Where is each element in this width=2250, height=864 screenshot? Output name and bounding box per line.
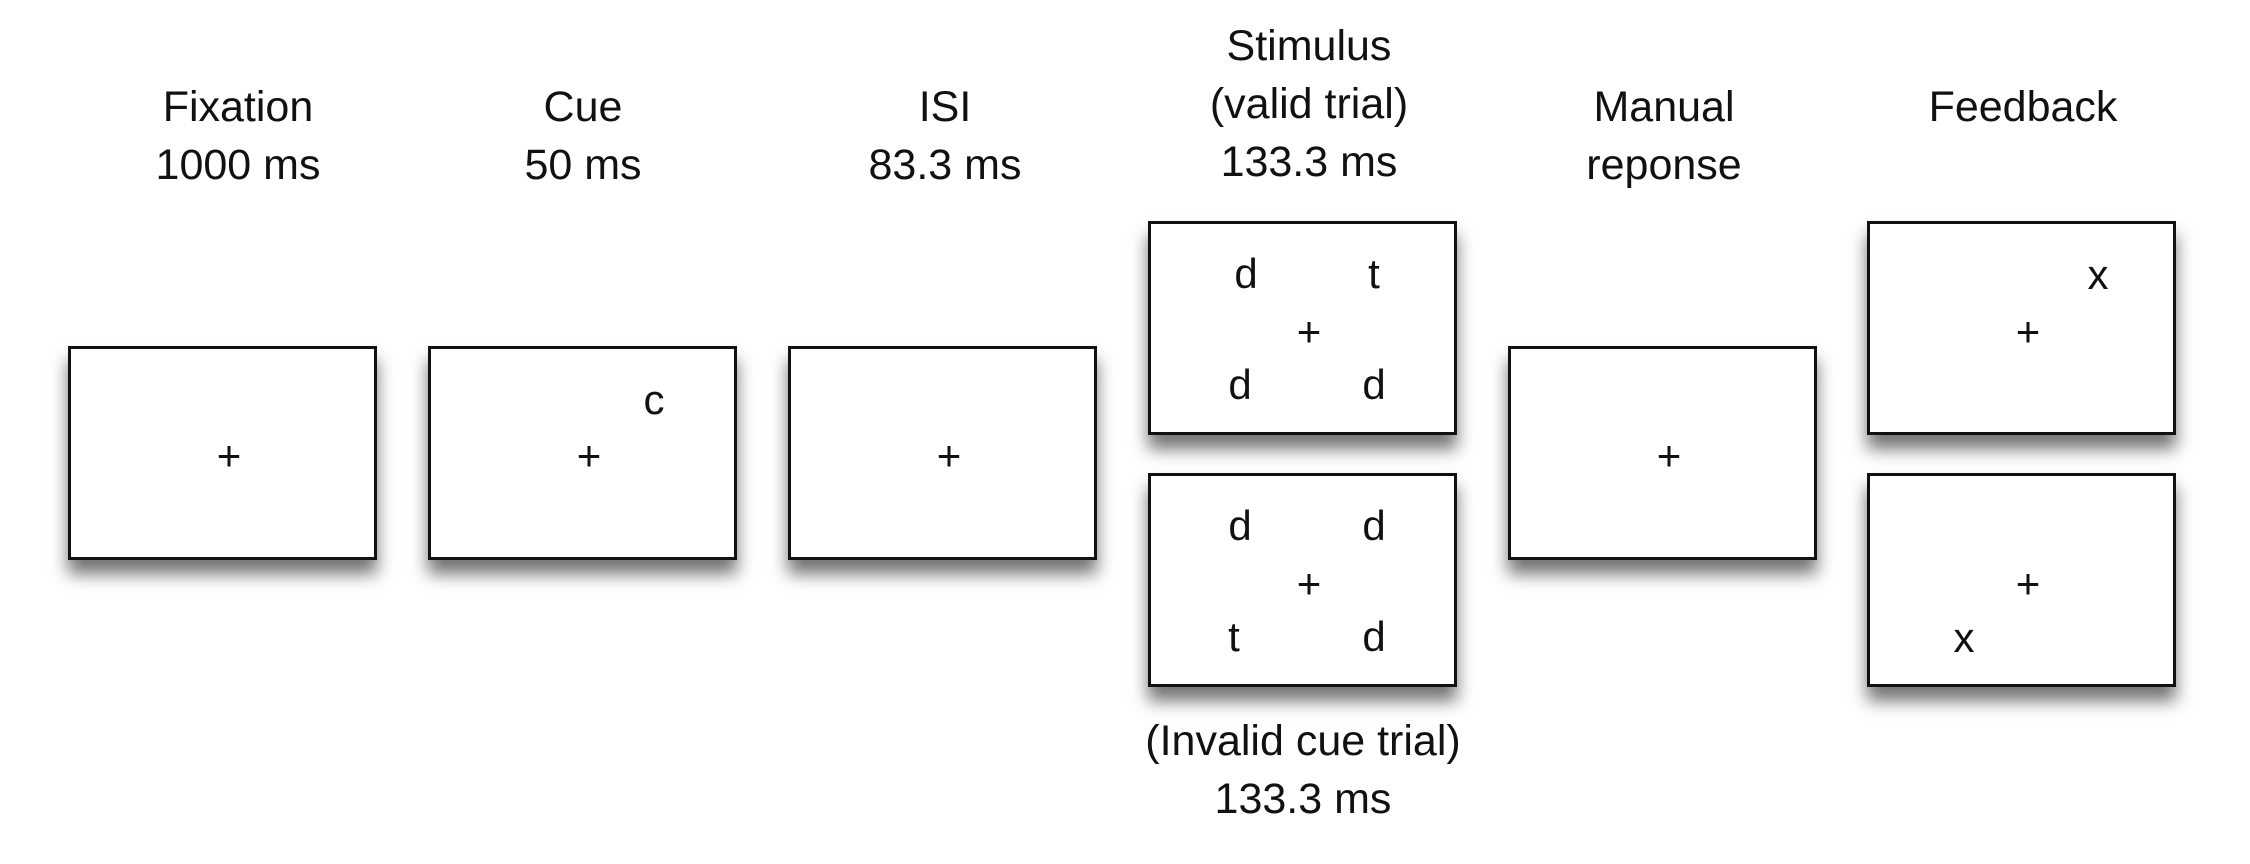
fixation-duration: 1000 ms — [155, 141, 321, 189]
isi-title: ISI 83.3 ms — [869, 78, 1022, 194]
cue-title-text: Cue — [543, 83, 623, 131]
cue-title: Cue 50 ms — [524, 78, 641, 194]
stimulus-duration: 133.3 ms — [1220, 138, 1398, 186]
invalid-cue-caption: (Invalid cue trial) 133.3 ms — [1145, 712, 1460, 828]
stimulus-invalid-screen: d d + t d — [1148, 473, 1457, 687]
manual-response-title: Manual reponse — [1586, 78, 1741, 194]
stimulus-letter-top-right: t — [1368, 250, 1380, 297]
fixation-cross: + — [2015, 308, 2041, 355]
fixation-cross: + — [216, 432, 242, 479]
stimulus-subtitle: (valid trial) — [1209, 80, 1409, 128]
stimulus-letter-top-left: d — [1228, 502, 1252, 549]
manual-response-title-line2: reponse — [1586, 141, 1742, 189]
stimulus-letter-bottom-left: d — [1228, 361, 1252, 408]
feedback-title-text: Feedback — [1928, 83, 2118, 131]
isi-duration: 83.3 ms — [868, 141, 1022, 189]
fixation-cross: + — [2015, 560, 2041, 607]
feedback-valid-screen: x + — [1867, 221, 2176, 435]
stimulus-letter-bottom-left: t — [1228, 613, 1240, 660]
cue-duration: 50 ms — [524, 141, 642, 189]
manual-response-screen: + — [1508, 346, 1817, 560]
fixation-cross: + — [936, 432, 962, 479]
stimulus-valid-screen: d t + d d — [1148, 221, 1457, 435]
invalid-cue-caption-text: (Invalid cue trial) — [1145, 717, 1461, 765]
feedback-mark: x — [2087, 251, 2109, 298]
stimulus-letter-top-left: d — [1234, 250, 1258, 297]
isi-screen: + — [788, 346, 1097, 560]
fixation-cross: + — [576, 432, 602, 479]
stimulus-letter-top-right: d — [1362, 502, 1386, 549]
invalid-cue-duration: 133.3 ms — [1214, 775, 1392, 823]
manual-response-title-line1: Manual — [1593, 83, 1735, 131]
stimulus-letter-bottom-right: d — [1362, 361, 1386, 408]
cue-screen: + c — [428, 346, 737, 560]
stimulus-title-text: Stimulus — [1226, 22, 1392, 70]
feedback-invalid-screen: + x — [1867, 473, 2176, 687]
stimulus-title: Stimulus (valid trial) 133.3 ms — [1210, 17, 1408, 191]
feedback-title: Feedback — [1929, 78, 2118, 136]
fixation-screen: + — [68, 346, 377, 560]
feedback-mark: x — [1953, 614, 1975, 661]
isi-title-text: ISI — [918, 83, 972, 131]
fixation-cross: + — [1656, 432, 1682, 479]
fixation-cross: + — [1296, 560, 1322, 607]
stimulus-letter-bottom-right: d — [1362, 613, 1386, 660]
fixation-title-text: Fixation — [162, 83, 314, 131]
cue-letter: c — [643, 376, 665, 423]
fixation-title: Fixation 1000 ms — [156, 78, 321, 194]
fixation-cross: + — [1296, 308, 1322, 355]
